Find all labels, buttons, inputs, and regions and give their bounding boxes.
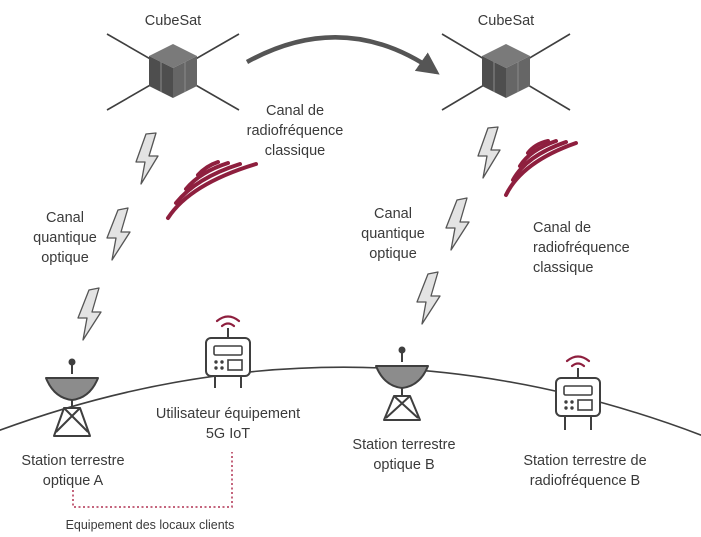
cpe-label: Equipement des locaux clients (65, 518, 235, 532)
dish-station-b-icon (375, 346, 429, 421)
earth-horizon (0, 366, 701, 436)
rf-station-b-icon (555, 355, 601, 430)
dish-station-a-icon (45, 358, 99, 437)
cubesat-left-label: CubeSat (144, 13, 202, 29)
rf-waves-left-icon (166, 160, 258, 220)
quantum-link-left-icon (77, 132, 159, 341)
cubesat-right-label: CubeSat (477, 13, 535, 29)
rf-waves-right-icon (504, 139, 578, 197)
orbit-arrow (245, 35, 440, 75)
cubesat-left-icon (106, 33, 240, 111)
cpe-dotted-connector (72, 452, 233, 508)
cubesat-right-icon (441, 33, 571, 111)
quantum-link-right-icon (416, 126, 501, 325)
iot-device-icon (205, 315, 251, 388)
